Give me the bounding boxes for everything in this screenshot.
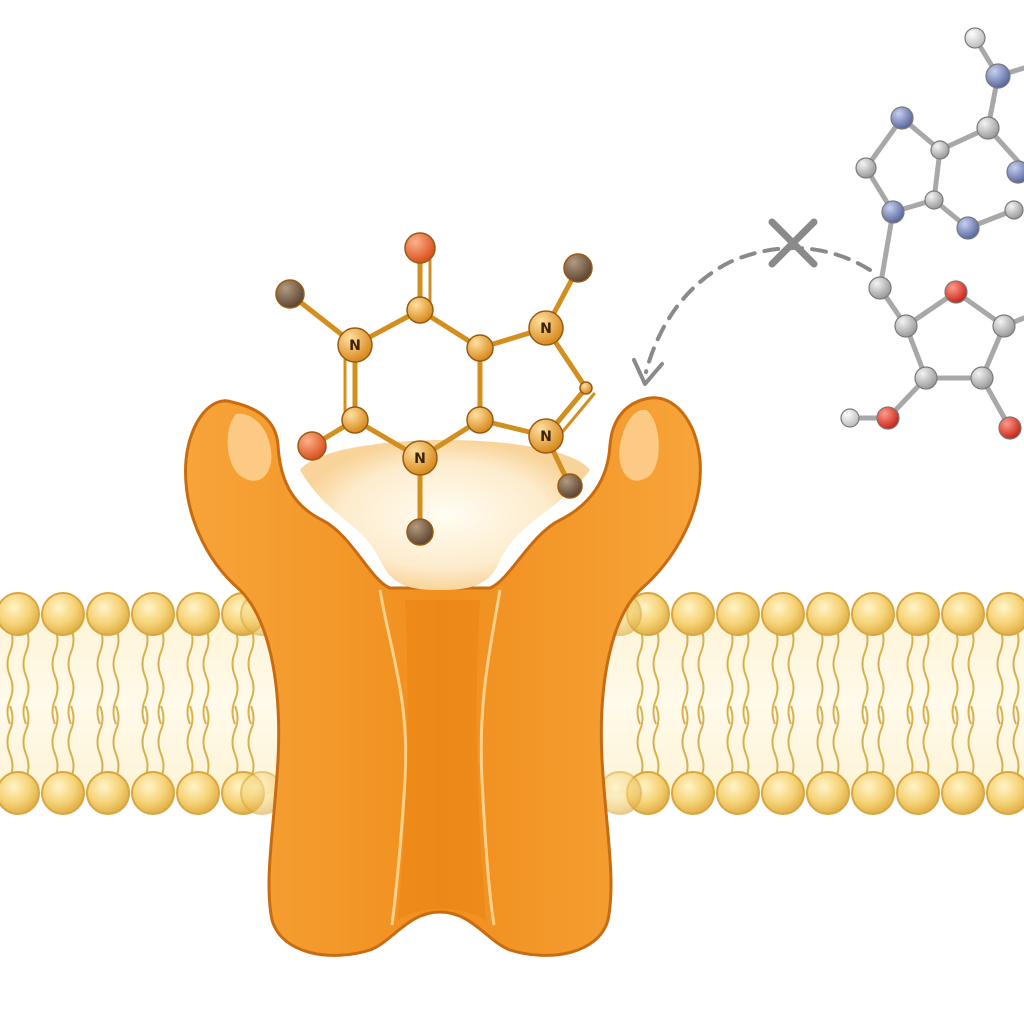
atom — [882, 201, 904, 223]
lipid-head — [942, 772, 984, 814]
atom — [891, 107, 913, 129]
atom — [342, 407, 368, 433]
atom — [405, 233, 435, 263]
atom — [558, 474, 582, 498]
lipid-head — [717, 772, 759, 814]
lipid-head — [87, 593, 129, 635]
lipid-head — [852, 593, 894, 635]
atom — [467, 407, 493, 433]
lipid-head — [942, 593, 984, 635]
lipid-head — [42, 593, 84, 635]
atom — [931, 141, 949, 159]
atom — [276, 280, 304, 308]
adenosine-bonds — [850, 38, 1024, 428]
atom — [1007, 161, 1024, 183]
lipid-head — [852, 772, 894, 814]
lipid-head — [897, 772, 939, 814]
lipid-head — [762, 593, 804, 635]
atom — [945, 281, 967, 303]
atom — [869, 277, 891, 299]
atom — [895, 315, 917, 337]
atom — [915, 367, 937, 389]
dashed-curved-arrow-icon — [646, 248, 870, 372]
lipid-head — [0, 772, 39, 814]
atom — [580, 382, 592, 394]
lipid-head — [42, 772, 84, 814]
lipid-head — [807, 593, 849, 635]
lipid-head — [987, 593, 1024, 635]
lipid-head — [132, 593, 174, 635]
atom — [1005, 201, 1023, 219]
atom — [877, 407, 899, 429]
blocked-binding-indicator — [634, 222, 870, 384]
lipid-head — [132, 772, 174, 814]
lipid-head — [807, 772, 849, 814]
lipid-head — [717, 593, 759, 635]
atom — [564, 254, 592, 282]
atom — [856, 158, 876, 178]
atom — [925, 191, 943, 209]
atom — [467, 335, 493, 361]
atom — [993, 315, 1015, 337]
nitrogen-label: N — [540, 429, 552, 445]
adenosine-molecule — [841, 28, 1024, 439]
lipid-head — [177, 772, 219, 814]
lipid-head — [762, 772, 804, 814]
nitrogen-label: N — [414, 451, 426, 467]
lipid-head — [897, 593, 939, 635]
atom — [407, 297, 433, 323]
lipid-head — [87, 772, 129, 814]
nitrogen-label: N — [349, 338, 361, 354]
atom — [957, 217, 979, 239]
lipid-head — [987, 772, 1024, 814]
x-mark-icon — [772, 222, 814, 264]
nitrogen-label: N — [540, 321, 552, 337]
lipid-head — [672, 593, 714, 635]
atom — [841, 409, 859, 427]
atom — [971, 367, 993, 389]
lipid-head — [0, 593, 39, 635]
atom — [407, 519, 433, 545]
atom — [965, 28, 985, 48]
lipid-head — [672, 772, 714, 814]
atom — [977, 117, 999, 139]
atom — [298, 432, 326, 460]
lipid-head — [177, 593, 219, 635]
atom — [999, 417, 1021, 439]
atom — [986, 64, 1010, 88]
receptor-center-shade — [398, 600, 486, 920]
